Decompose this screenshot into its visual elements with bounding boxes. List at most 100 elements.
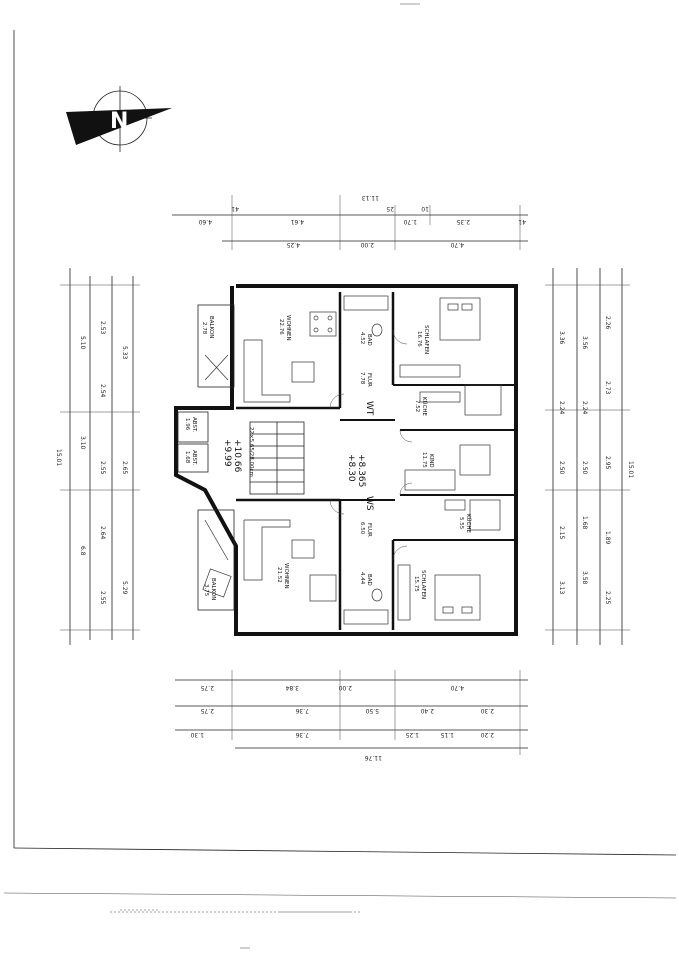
dim-top-small-4: 41 [518, 218, 526, 225]
room-bad-top-area: 4.52 [359, 332, 365, 344]
room-balkon-top-area: 2.78 [201, 322, 207, 335]
dim-right-c1-1: 3.13 [558, 581, 565, 595]
dim-right-c3-1: 2.25 [604, 591, 611, 605]
room-wohnen-bottom-area: 21.52 [276, 567, 282, 583]
dim-left-c1-1: 6.8 [79, 546, 86, 556]
dim-left-total: 15.01 [55, 449, 62, 466]
room-kueche-bottom-name: KÜCHE [465, 514, 472, 533]
dim-right-c1-4: 2.24 [558, 401, 565, 415]
dim-bottom-r3-3: 1.25 [405, 731, 419, 738]
room-abst-bottom-area: 1.68 [184, 451, 190, 464]
room-kueche-top-area: 7.52 [414, 400, 420, 412]
bottom-dimensions: 2.75 3.84 2.00 4.70 2.75 7.36 5.50 2.40 … [175, 670, 528, 761]
dim-bottom-r1-3: 2.00 [338, 684, 352, 691]
room-wohnen-bottom-name: WOHNEN [283, 563, 289, 589]
room-bad-bottom-name: BAD [366, 574, 372, 586]
left-dimensions: 15.01 6.8 3.10 5.10 2.55 2.64 2.55 2.54 … [55, 268, 140, 645]
stair-level-b: +10.66 [232, 439, 242, 473]
stair-level-d: +8.365 [356, 454, 366, 487]
room-balkon-bottom-area: 3.75 [203, 584, 209, 597]
furniture [243, 295, 502, 625]
dim-bottom-r1-2: 3.84 [285, 684, 299, 691]
north-arrow-icon: N [66, 86, 172, 152]
dim-right-c3-3: 2.95 [604, 456, 611, 470]
dim-right-c2-4: 2.24 [581, 401, 588, 415]
room-flur-top-area: 7.78 [359, 372, 365, 385]
stair-level-a: +9.99 [222, 439, 232, 467]
stair-wc-top: WT [364, 401, 374, 416]
dim-right-c1-3: 2.50 [558, 461, 565, 475]
dim-bottom-r3-1: 1.30 [190, 731, 204, 738]
room-schlafen-top-name: SCHLAFEN [423, 325, 429, 354]
dim-top-3: 1.70 [403, 218, 417, 225]
dim-left-c1-2: 3.10 [79, 436, 86, 450]
building-walls [174, 284, 518, 636]
dim-bottom-r1-1: 2.75 [200, 684, 214, 691]
room-bad-bottom-area: 4.44 [359, 572, 365, 585]
room-flur-bottom-name: FLUR [366, 523, 372, 537]
dim-top-row2-2: 2.00 [360, 241, 374, 248]
dim-top-small-1: 41 [231, 205, 239, 212]
dim-left-c3-2: 2.65 [121, 461, 128, 475]
right-dimensions: 3.13 2.15 2.50 2.24 3.36 3.58 1.68 2.50 … [545, 268, 634, 645]
dim-right-c1-2: 2.15 [558, 526, 565, 540]
dim-bottom-r3-2: 7.36 [295, 731, 309, 738]
room-schlafen-bottom-area: 15.75 [413, 576, 419, 592]
dim-right-c2-3: 2.50 [581, 461, 588, 475]
page-frame [3, 3, 677, 913]
room-labels: WOHNEN 22.76 BALKON 2.78 BAD 4.52 FLUR 7… [184, 315, 472, 600]
room-kind-name: KIND [428, 454, 434, 468]
dim-right-c3-5: 2.26 [604, 316, 611, 330]
dim-left-c3-1: 5.29 [121, 581, 128, 595]
dim-right-c2-5: 3.56 [581, 336, 588, 350]
dim-bottom-r2-4: 2.40 [420, 707, 434, 714]
dim-left-c1-3: 5.10 [79, 336, 86, 350]
dim-top-row2-1: 4.25 [286, 241, 300, 248]
room-balkon-top-name: BALKON [208, 316, 214, 338]
dim-top-small-3: 10 [421, 205, 429, 212]
dim-left-c2-3: 2.55 [99, 461, 106, 475]
dim-bottom-r3-4: 1.15 [440, 731, 454, 738]
dim-right-c2-1: 3.58 [581, 571, 588, 585]
dim-top-4: 2.35 [456, 218, 470, 225]
dim-bottom-r1-4: 4.70 [450, 684, 464, 691]
dim-bottom-r2-5: 2.30 [480, 707, 494, 714]
room-kind-area: 11.75 [421, 452, 427, 468]
room-kueche-top-name: KÜCHE [421, 397, 428, 416]
dim-right-c1-5: 3.36 [558, 331, 565, 345]
dim-top-total: 11.13 [362, 194, 379, 201]
dim-top-2: 4.61 [290, 218, 304, 225]
dim-left-c3-3: 5.33 [121, 346, 128, 360]
stair-wc-bottom: WS [364, 496, 374, 511]
room-kueche-bottom-area: 5.55 [458, 517, 464, 530]
room-wohnen-top-name: WOHNEN [285, 315, 291, 341]
dim-right-c2-2: 1.68 [581, 516, 588, 530]
room-flur-top-name: FLUR [366, 373, 372, 387]
dim-left-c2-6: 2.53 [99, 321, 106, 335]
stair-formula: 22×5,65/28,00cm [248, 427, 254, 477]
room-abst-top-name: ABST. [191, 417, 197, 433]
room-schlafen-top-area: 16.76 [416, 331, 422, 347]
balcony-top [197, 304, 235, 388]
room-schlafen-bottom-name: SCHLAFEN [420, 570, 426, 599]
dim-bottom-r2-1: 2.75 [200, 707, 214, 714]
dim-right-total: 15.01 [627, 461, 634, 478]
room-bad-top-name: BAD [366, 334, 372, 346]
room-balkon-bottom-name: BALKON [210, 578, 216, 600]
room-wohnen-top-area: 22.76 [278, 319, 284, 335]
dim-top-small-2: 25 [386, 205, 394, 212]
compass-letter: N [110, 109, 128, 134]
balcony-bottom [197, 509, 235, 611]
dim-bottom-r3-5: 2.20 [480, 731, 494, 738]
room-abst-top-area: 1.96 [184, 418, 190, 431]
dim-top-1: 4.60 [198, 218, 212, 225]
dim-right-c3-4: 2.73 [604, 381, 611, 395]
room-abst-bottom-name: ABST. [191, 450, 197, 466]
dim-bottom-r2-2: 7.36 [295, 707, 309, 714]
stair-level-c: +8.30 [346, 454, 356, 482]
room-flur-bottom-area: 6.50 [359, 522, 365, 535]
dim-left-c2-1: 2.55 [99, 591, 106, 605]
dim-right-c3-2: 1.89 [604, 531, 611, 545]
dim-bottom-total: 11.76 [365, 754, 382, 761]
